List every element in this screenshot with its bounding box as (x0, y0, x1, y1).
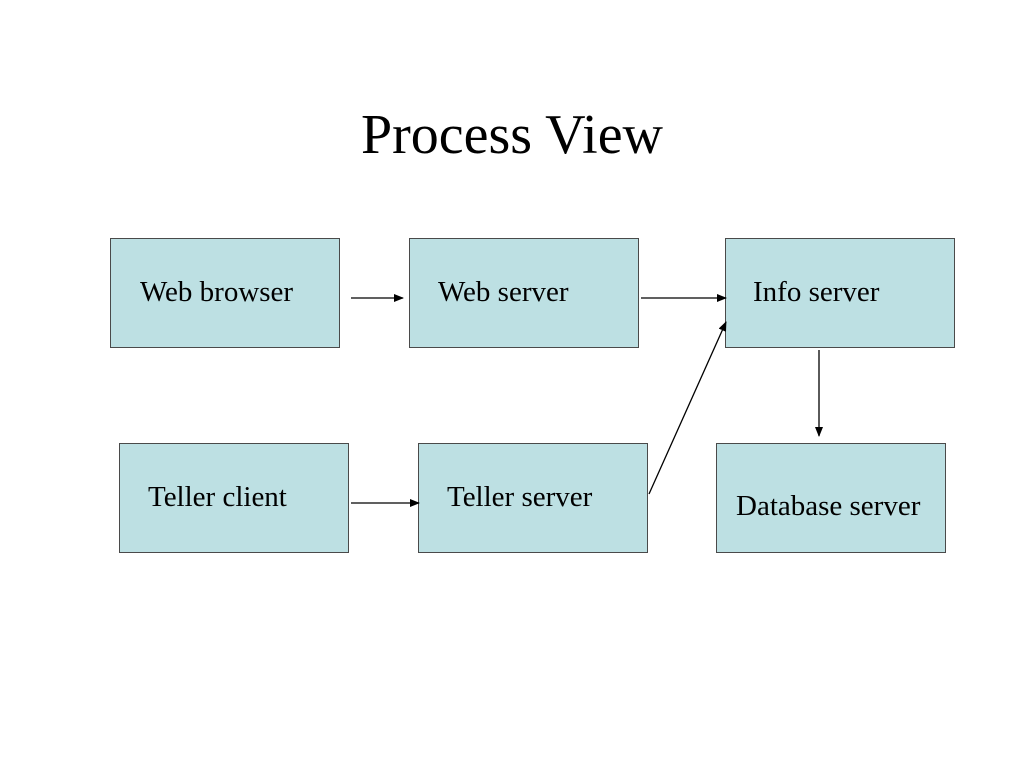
node-database-server (716, 443, 946, 553)
page-title: Process View (360, 104, 663, 166)
node-label-info-server: Info server (753, 276, 880, 308)
node-label-teller-client: Teller client (148, 481, 287, 513)
node-web-server (409, 238, 639, 348)
node-web-browser (110, 238, 340, 348)
node-label-database-server: Database server (736, 490, 921, 522)
node-teller-server (418, 443, 648, 553)
node-info-server (725, 238, 955, 348)
node-label-teller-server: Teller server (447, 481, 593, 513)
edge-teller-server-to-info-server (648, 321, 727, 495)
node-label-web-browser: Web browser (140, 276, 294, 308)
node-teller-client (119, 443, 349, 553)
node-label-web-server: Web server (438, 276, 569, 308)
